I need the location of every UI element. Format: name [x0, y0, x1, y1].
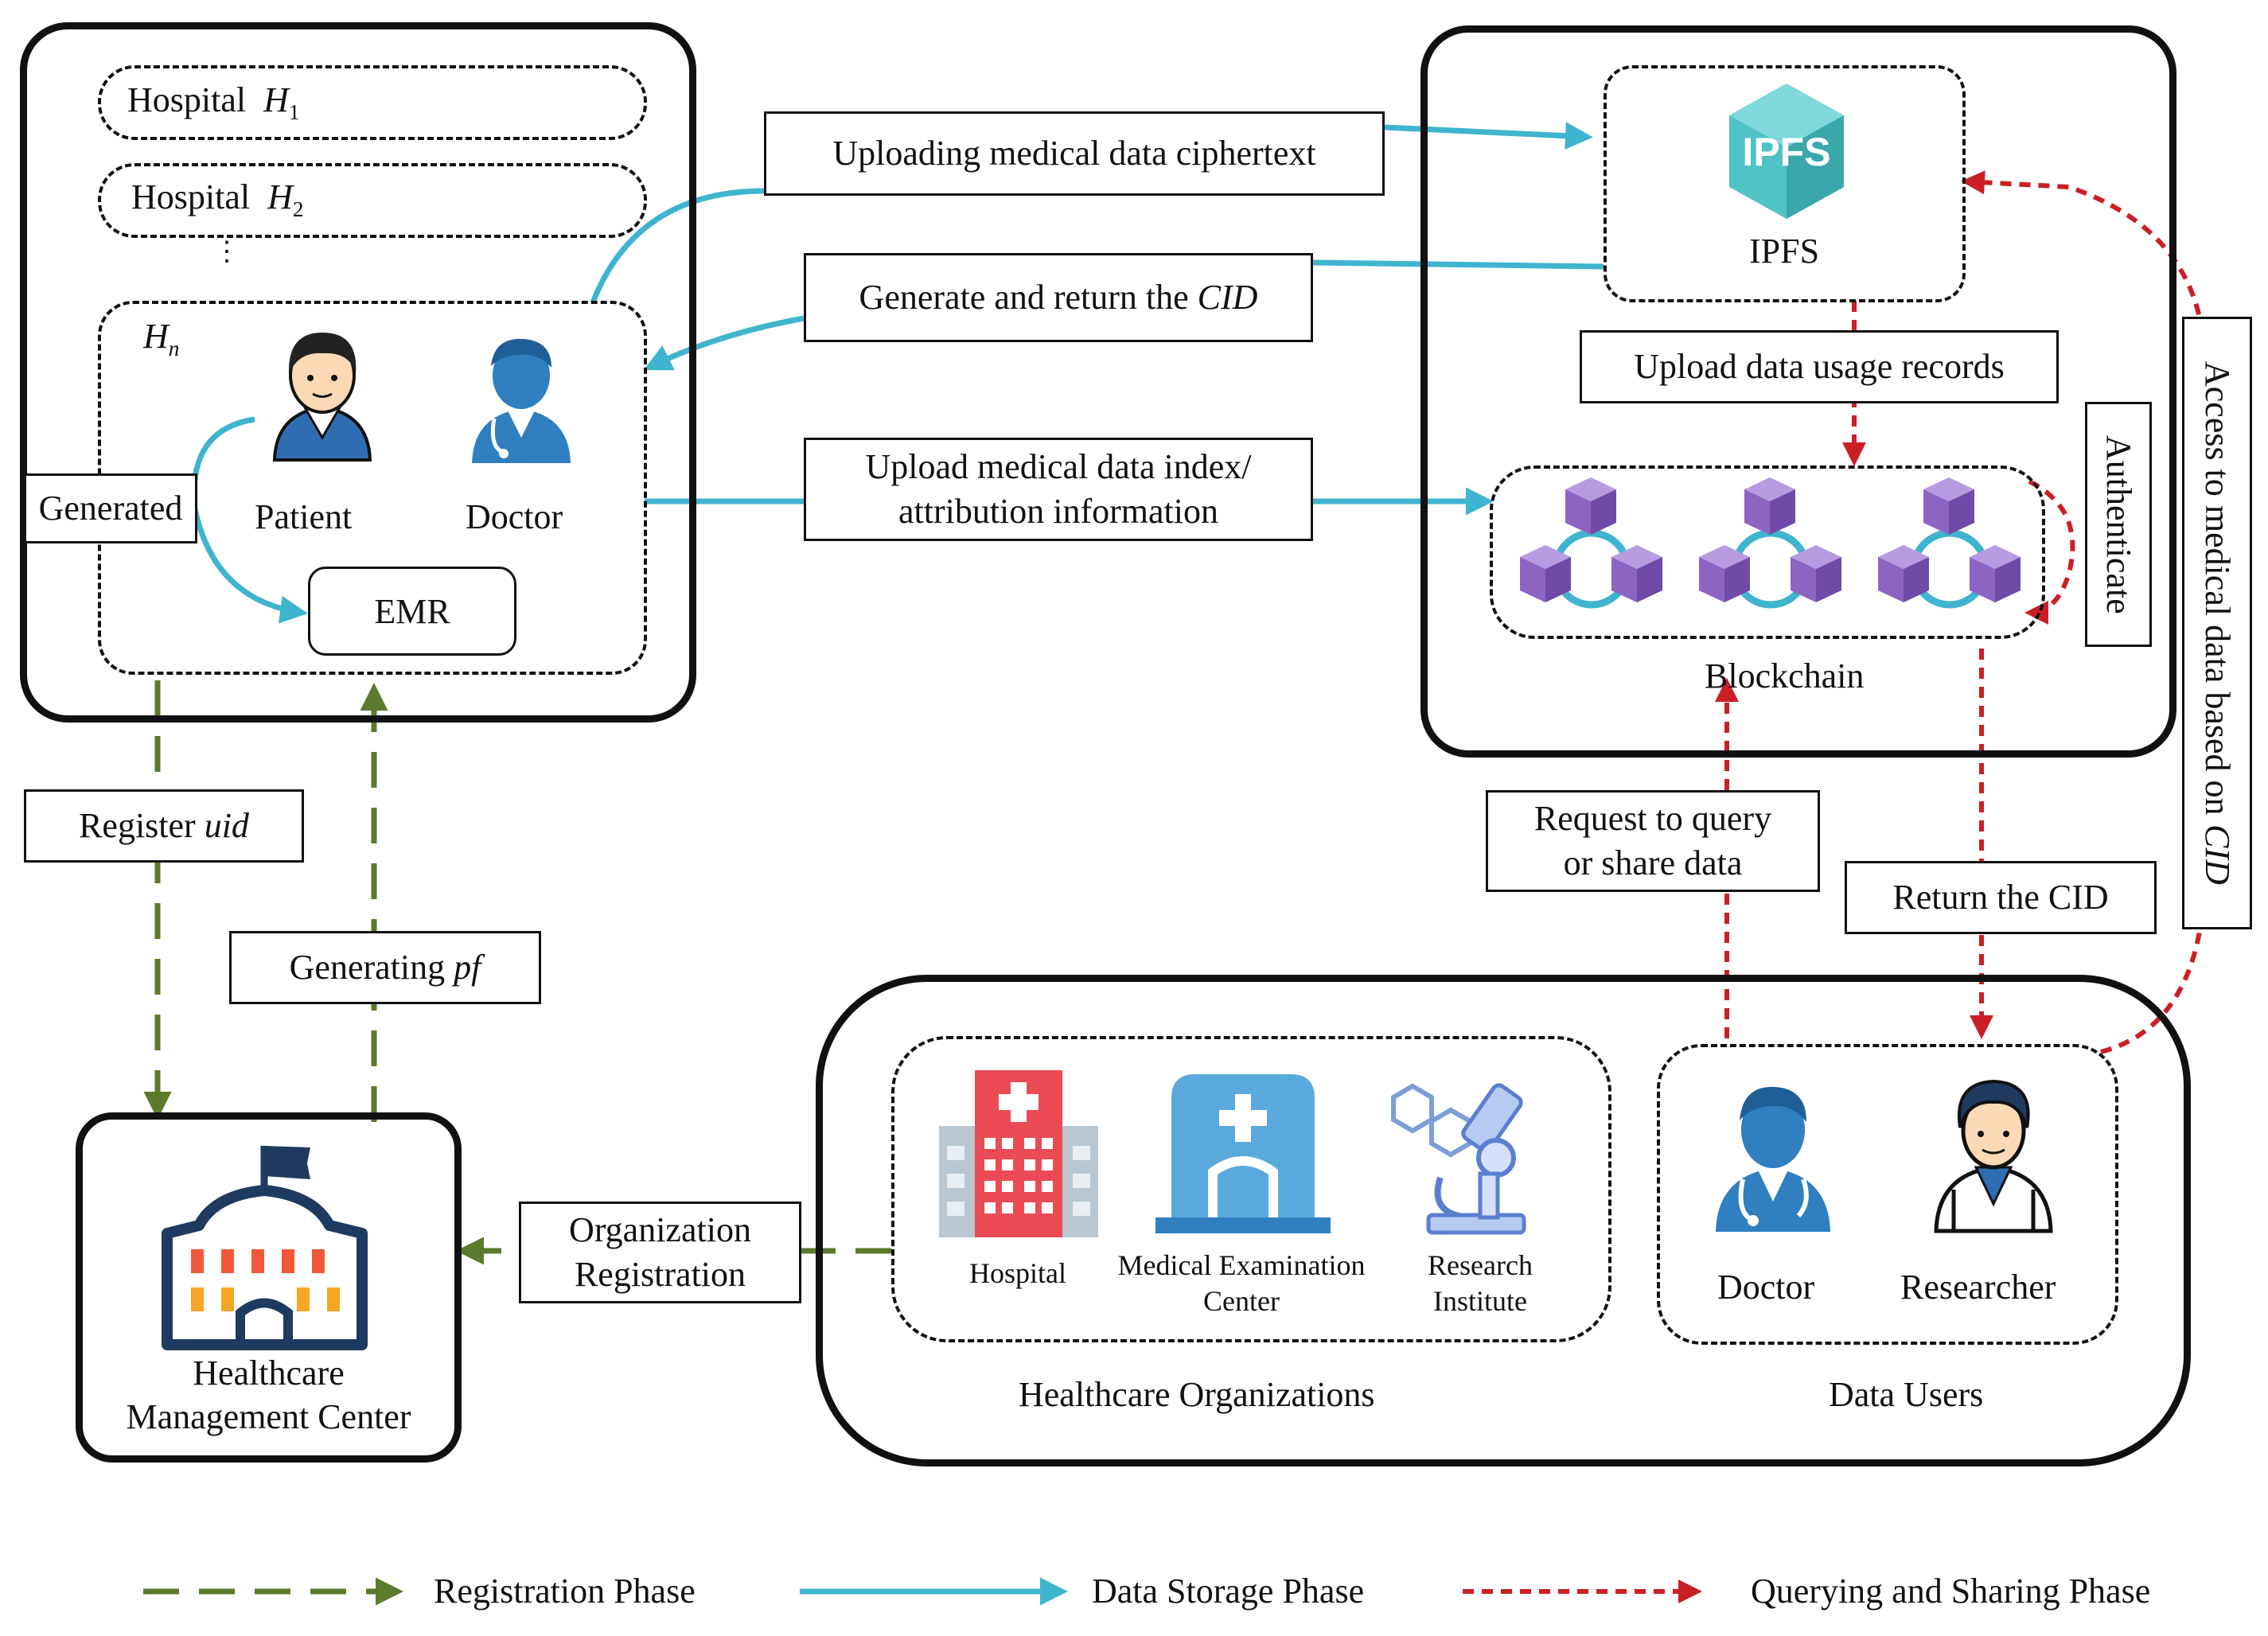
patient-icon — [272, 333, 372, 462]
request-query-box: Request to query or share data — [1486, 790, 1820, 892]
hospital-ellipsis: ⋮ — [213, 237, 240, 267]
authenticate-box: Authenticate — [2085, 402, 2152, 647]
doctor-icon — [472, 338, 571, 463]
hospital-building-icon — [939, 1070, 1098, 1237]
ipfs-logo-text: IPFS — [1742, 130, 1830, 174]
hospital-hn-label: Hn — [143, 317, 180, 360]
upload-index-box: Upload medical data index/ attribution i… — [804, 438, 1313, 541]
org-research-label: Research Institute — [1428, 1249, 1533, 1317]
hospital-h1-pill — [98, 65, 647, 140]
legend-registration-label: Registration Phase — [434, 1572, 696, 1611]
org-hospital-label: Hospital — [969, 1257, 1066, 1289]
data-user-doctor-icon — [1716, 1086, 1830, 1232]
medical-exam-center-icon — [1155, 1074, 1331, 1233]
hmc-label: Healthcare Management Center — [126, 1354, 411, 1436]
research-institute-icon — [1391, 1083, 1526, 1235]
hospitals-panel — [20, 22, 696, 723]
blockchain-label: Blockchain — [1705, 656, 1865, 695]
emr-node: EMR — [308, 567, 516, 656]
organizations-users-panel — [816, 975, 2191, 1467]
arrow-return-cid-to-hn — [643, 315, 805, 371]
data-users-group — [1657, 1044, 2118, 1345]
generating-pf-box: Generating pf — [229, 931, 541, 1004]
generate-return-cid-box: Generate and return the CID — [804, 253, 1313, 342]
doctor-label: Doctor — [466, 497, 563, 536]
cube-cluster-1 — [1520, 477, 1662, 609]
register-uid-box: Register uid — [24, 789, 304, 863]
arrow-return-cid-line — [1312, 259, 1604, 270]
hospital-h2-pill — [98, 163, 647, 238]
cube-cluster-2 — [1699, 477, 1841, 609]
researcher-icon — [1934, 1079, 2053, 1233]
hospital-h2-label: Hospital H2 — [131, 177, 304, 221]
ipfs-node — [1604, 65, 1966, 302]
data-users-label: Data Users — [1829, 1375, 1984, 1414]
cube-cluster-3 — [1878, 477, 2021, 609]
legend-storage-label: Data Storage Phase — [1092, 1572, 1365, 1611]
uploading-ciphertext-box: Uploading medical data ciphertext — [764, 111, 1385, 196]
healthcare-organizations-label: Healthcare Organizations — [1019, 1375, 1375, 1414]
patient-label: Patient — [255, 497, 353, 536]
data-user-doctor-label: Doctor — [1717, 1268, 1815, 1307]
ipfs-logo-icon: IPFS — [1729, 84, 1844, 219]
hospital-h1-label: Hospital H1 — [127, 80, 300, 124]
arrow-authenticate — [2024, 479, 2075, 625]
upload-usage-records-box: Upload data usage records — [1580, 330, 2059, 403]
return-cid-box: Return the CID — [1845, 861, 2157, 934]
legend-querying-label: Querying and Sharing Phase — [1751, 1572, 2151, 1611]
generated-label-box: Generated — [24, 473, 197, 543]
storage-panel — [1420, 25, 2176, 758]
blockchain-node — [1490, 465, 2045, 639]
org-mec-label: Medical Examination Center — [1117, 1249, 1366, 1317]
blockchain-cubes-icon — [1520, 477, 2021, 609]
access-by-cid-box: Access to medical data based on CID — [2182, 317, 2252, 929]
ipfs-label: IPFS — [1749, 232, 1820, 271]
hmc-panel — [76, 1112, 462, 1463]
researcher-label: Researcher — [1900, 1268, 2056, 1307]
organization-registration-box: Organization Registration — [519, 1202, 801, 1303]
arrow-upload-ciphertext — [590, 188, 765, 304]
healthcare-organizations-group — [891, 1036, 1611, 1342]
arrow-upload-ciphertext-to-ipfs — [1384, 122, 1593, 150]
hmc-building-icon — [162, 1146, 368, 1350]
